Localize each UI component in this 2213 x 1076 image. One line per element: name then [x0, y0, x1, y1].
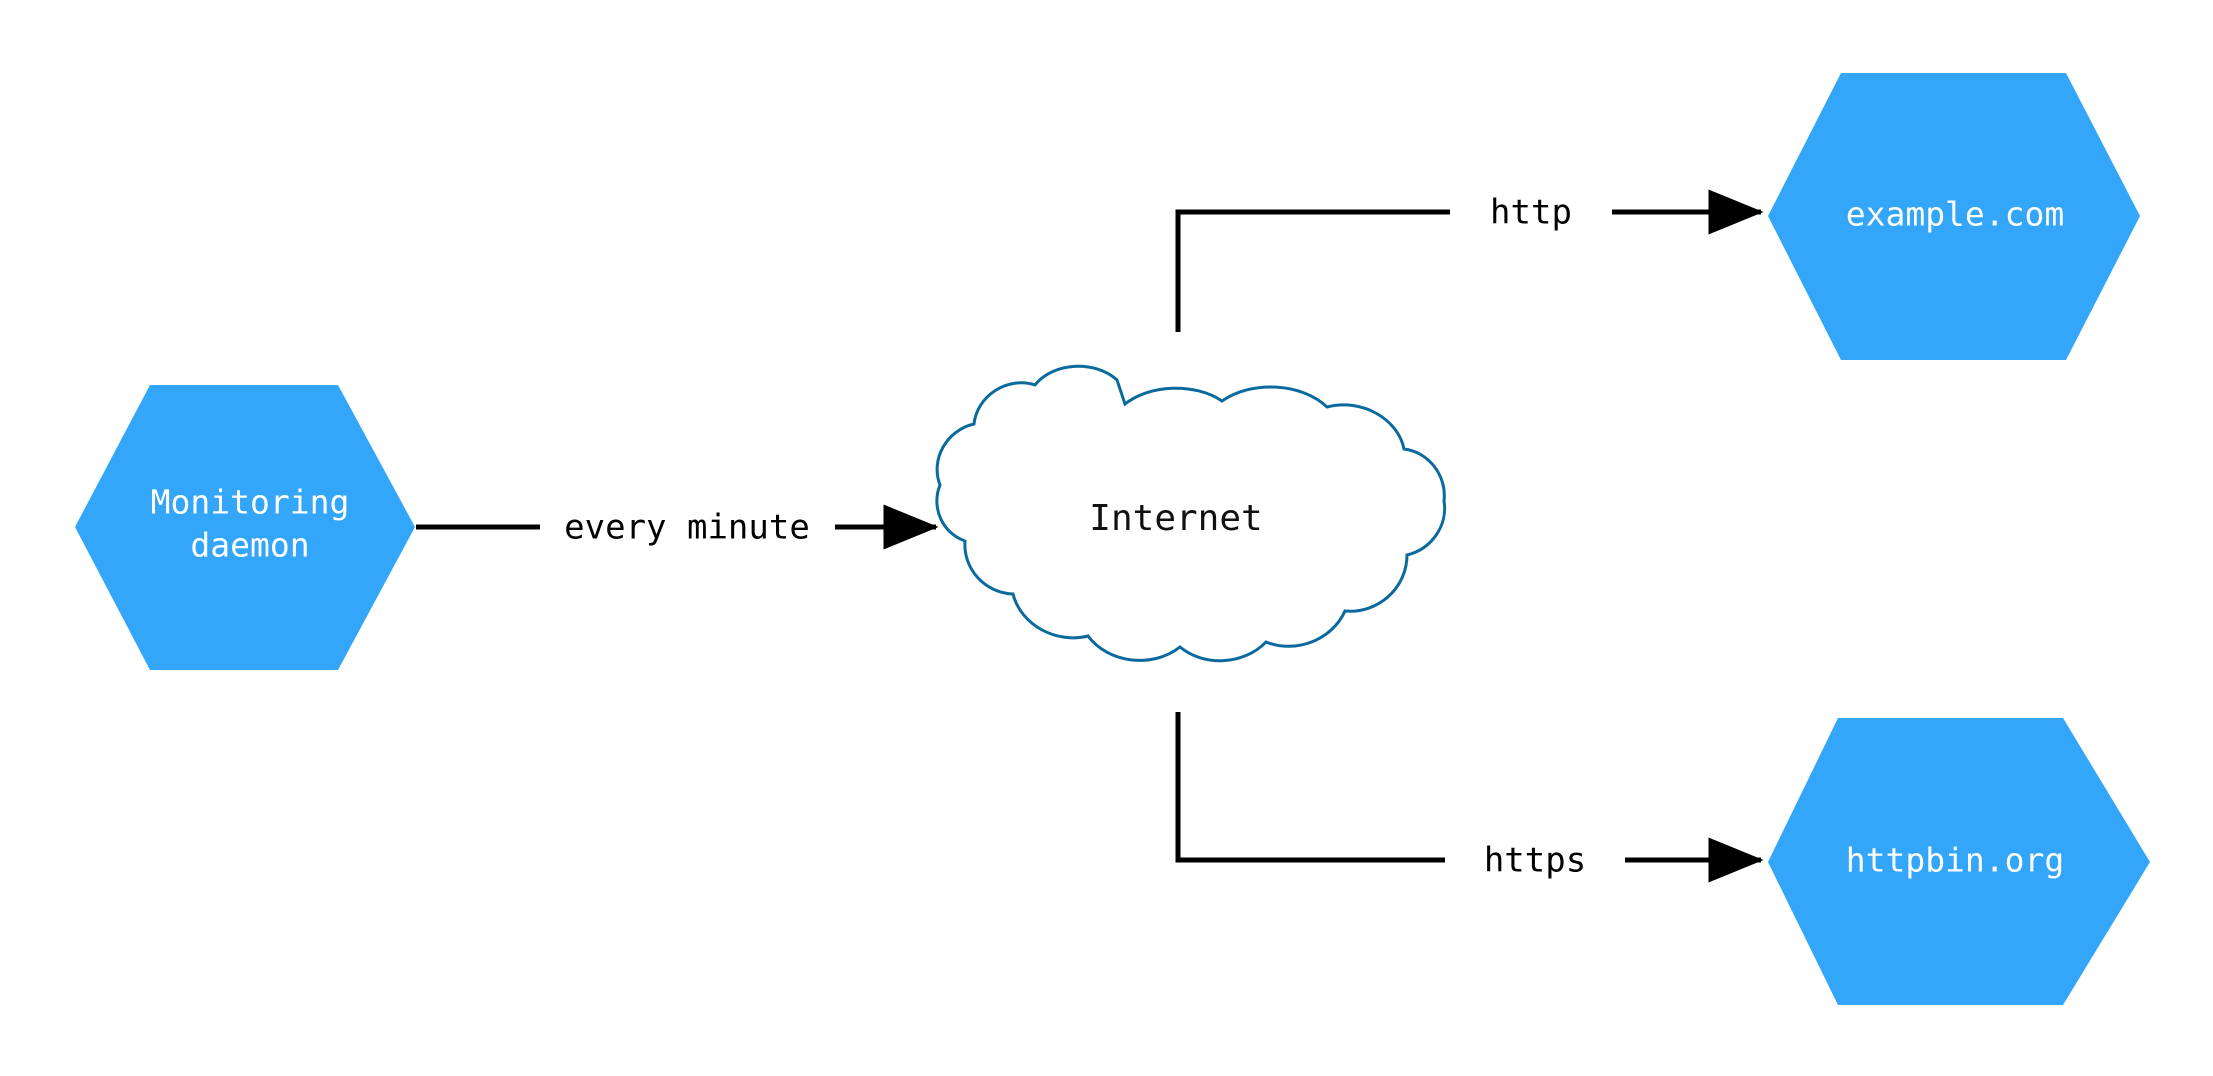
node-httpbin-org[interactable]: httpbin.org [1768, 718, 2150, 1005]
node-label-example-com: example.com [1846, 195, 2065, 234]
edge-path-http-elbow [1175, 209, 1450, 332]
edge-internet-to-example: http [1175, 189, 1764, 332]
edge-label-https: https [1484, 841, 1586, 881]
node-internet[interactable]: Internet [935, 364, 1447, 663]
node-label-monitoring-daemon-line1: Monitoring [151, 483, 350, 522]
node-label-httpbin-org: httpbin.org [1846, 841, 2065, 880]
edge-label-http: http [1490, 193, 1572, 233]
edge-daemon-to-internet: every minute [416, 504, 939, 550]
node-label-monitoring-daemon-line2: daemon [190, 526, 309, 565]
edge-label-every-minute: every minute [564, 508, 810, 548]
edge-path-https-elbow [1175, 712, 1445, 863]
hexagon-shape-monitoring-daemon[interactable] [75, 385, 415, 670]
cloud-shape-internet[interactable] [935, 364, 1447, 663]
edge-internet-to-httpbin: https [1175, 712, 1764, 883]
node-example-com[interactable]: example.com [1768, 73, 2140, 360]
node-monitoring-daemon[interactable]: Monitoring daemon [75, 385, 415, 670]
hexagon-shape-httpbin-org[interactable] [1768, 718, 2150, 1005]
hexagon-shape-example-com[interactable] [1768, 73, 2140, 360]
node-label-internet: Internet [1089, 498, 1262, 539]
